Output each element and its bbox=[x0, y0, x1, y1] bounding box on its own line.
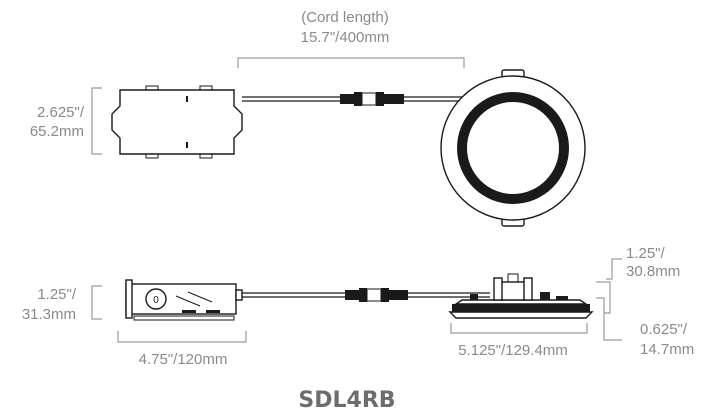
side-box-slot-1 bbox=[182, 310, 196, 313]
box-tab-bottom-left bbox=[145, 153, 159, 159]
fixture-height-line1: 1.25"/ bbox=[626, 245, 666, 262]
cord-side-view bbox=[242, 288, 490, 302]
downlight-side-view bbox=[448, 273, 594, 319]
box-width-dimension: 4.75"/120mm bbox=[117, 331, 247, 368]
box-height-top-line1: 2.625"/ bbox=[37, 104, 85, 121]
fixture-diameter-bracket bbox=[450, 323, 588, 334]
side-box-base bbox=[133, 315, 235, 321]
cord-top-view bbox=[242, 92, 462, 106]
fixture-height-line2: 30.8mm bbox=[626, 263, 680, 280]
box-width-bracket bbox=[117, 331, 247, 343]
cord-length-title: (Cord length) bbox=[301, 9, 389, 26]
junction-box-side-view: 0 bbox=[125, 279, 243, 321]
box-width-label: 4.75"/120mm bbox=[139, 351, 228, 368]
side-clip-left bbox=[493, 277, 503, 301]
flange-height-line2: 14.7mm bbox=[640, 341, 694, 358]
side-box-detail-lines bbox=[175, 291, 213, 307]
fixture-diameter-dimension: 5.125"/129.4mm bbox=[450, 323, 588, 359]
box-tab-top-left bbox=[145, 85, 159, 91]
fixture-diameter-label: 5.125"/129.4mm bbox=[458, 342, 568, 359]
cord-connector-top bbox=[340, 92, 404, 106]
cord-length-bracket bbox=[237, 57, 465, 68]
box-height-side-line1: 1.25"/ bbox=[37, 286, 77, 303]
cord-connector-side bbox=[345, 288, 408, 302]
box-height-dimension-top: 2.625"/ 65.2mm bbox=[30, 87, 102, 155]
fixture-height-bracket-lower bbox=[596, 281, 611, 314]
flange-height-line1: 0.625"/ bbox=[640, 321, 688, 338]
side-terminal-1 bbox=[470, 294, 478, 300]
side-box-knockout bbox=[145, 288, 167, 310]
side-box-end-plate bbox=[125, 279, 133, 319]
side-box-body bbox=[125, 283, 237, 315]
side-clip-right bbox=[523, 277, 533, 301]
model-name: SDL4RB bbox=[298, 388, 395, 413]
box-tab-bottom-right bbox=[199, 153, 213, 159]
side-driver-cap bbox=[507, 273, 519, 283]
box-height-dimension-side: 1.25"/ 31.3mm bbox=[22, 285, 102, 323]
box-slot-1 bbox=[186, 96, 188, 102]
box-height-bracket-top bbox=[91, 87, 102, 155]
cord-length-value: 15.7"/400mm bbox=[301, 29, 390, 46]
knockout-mark-icon: 0 bbox=[153, 295, 159, 306]
box-slot-2 bbox=[186, 142, 188, 148]
side-trim-lip bbox=[448, 311, 594, 319]
downlight-lens bbox=[467, 102, 559, 194]
downlight-top-view bbox=[440, 69, 586, 227]
side-driver-box bbox=[499, 281, 527, 301]
fixture-height-dimension: 1.25"/ 30.8mm bbox=[596, 245, 680, 314]
box-height-bracket-side bbox=[91, 285, 102, 320]
side-terminal-2 bbox=[540, 292, 550, 300]
side-housing-band bbox=[452, 304, 590, 312]
flange-height-dimension: 0.625"/ 14.7mm bbox=[596, 297, 694, 358]
junction-box-outline bbox=[111, 89, 243, 155]
side-box-tab bbox=[235, 289, 243, 301]
side-terminal-3 bbox=[556, 296, 568, 300]
box-height-side-line2: 31.3mm bbox=[22, 306, 76, 323]
flange-height-bracket bbox=[596, 297, 622, 341]
fixture-height-bracket-upper bbox=[606, 258, 622, 280]
box-height-top-line2: 65.2mm bbox=[30, 123, 84, 140]
side-box-slot-2 bbox=[206, 310, 220, 313]
cord-length-dimension: (Cord length) 15.7"/400mm bbox=[237, 9, 465, 68]
box-tab-top-right bbox=[199, 85, 213, 91]
junction-box-top-view bbox=[111, 85, 243, 159]
